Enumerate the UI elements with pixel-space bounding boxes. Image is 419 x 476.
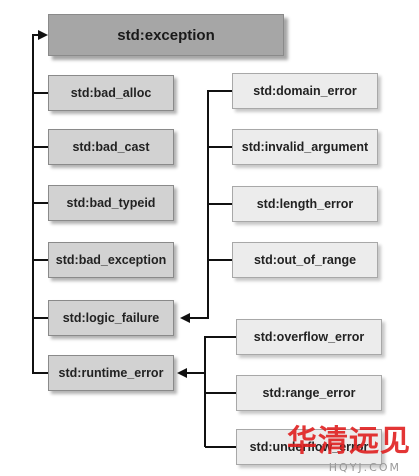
node-logic-failure: std:logic_failure <box>48 300 174 336</box>
node-label: std:bad_typeid <box>66 196 156 210</box>
node-invalid-argument: std:invalid_argument <box>232 129 378 165</box>
node-label: std:overflow_error <box>253 330 365 344</box>
node-std-exception: std:exception <box>48 14 284 56</box>
node-overflow-error: std:overflow_error <box>236 319 382 355</box>
node-runtime-error: std:runtime_error <box>48 355 174 391</box>
node-label: std:exception <box>117 26 215 44</box>
node-bad-cast: std:bad_cast <box>48 129 174 165</box>
node-label: std:runtime_error <box>58 366 164 380</box>
node-label: std:length_error <box>256 197 354 211</box>
node-bad-typeid: std:bad_typeid <box>48 185 174 221</box>
node-bad-alloc: std:bad_alloc <box>48 75 174 111</box>
node-label: std:domain_error <box>253 84 357 98</box>
node-bad-exception: std:bad_exception <box>48 242 174 278</box>
runtime-trunk-line <box>177 336 236 378</box>
node-underflow-error: std:underflow_error <box>236 429 382 465</box>
node-label: std:out_of_range <box>253 253 357 267</box>
node-label: std:bad_alloc <box>70 86 152 100</box>
watermark-logo: 华清远见 <box>287 424 411 459</box>
node-range-error: std:range_error <box>236 375 382 411</box>
node-label: std:underflow_error <box>249 440 369 454</box>
node-label: std:bad_exception <box>55 253 167 267</box>
watermark-domain: HQYJ.COM <box>328 461 401 474</box>
node-domain-error: std:domain_error <box>232 73 378 109</box>
node-label: std:range_error <box>262 386 356 400</box>
node-label: std:logic_failure <box>62 311 160 325</box>
node-label: std:bad_cast <box>72 140 150 154</box>
node-out-of-range: std:out_of_range <box>232 242 378 278</box>
node-label: std:invalid_argument <box>241 140 369 154</box>
node-length-error: std:length_error <box>232 186 378 222</box>
